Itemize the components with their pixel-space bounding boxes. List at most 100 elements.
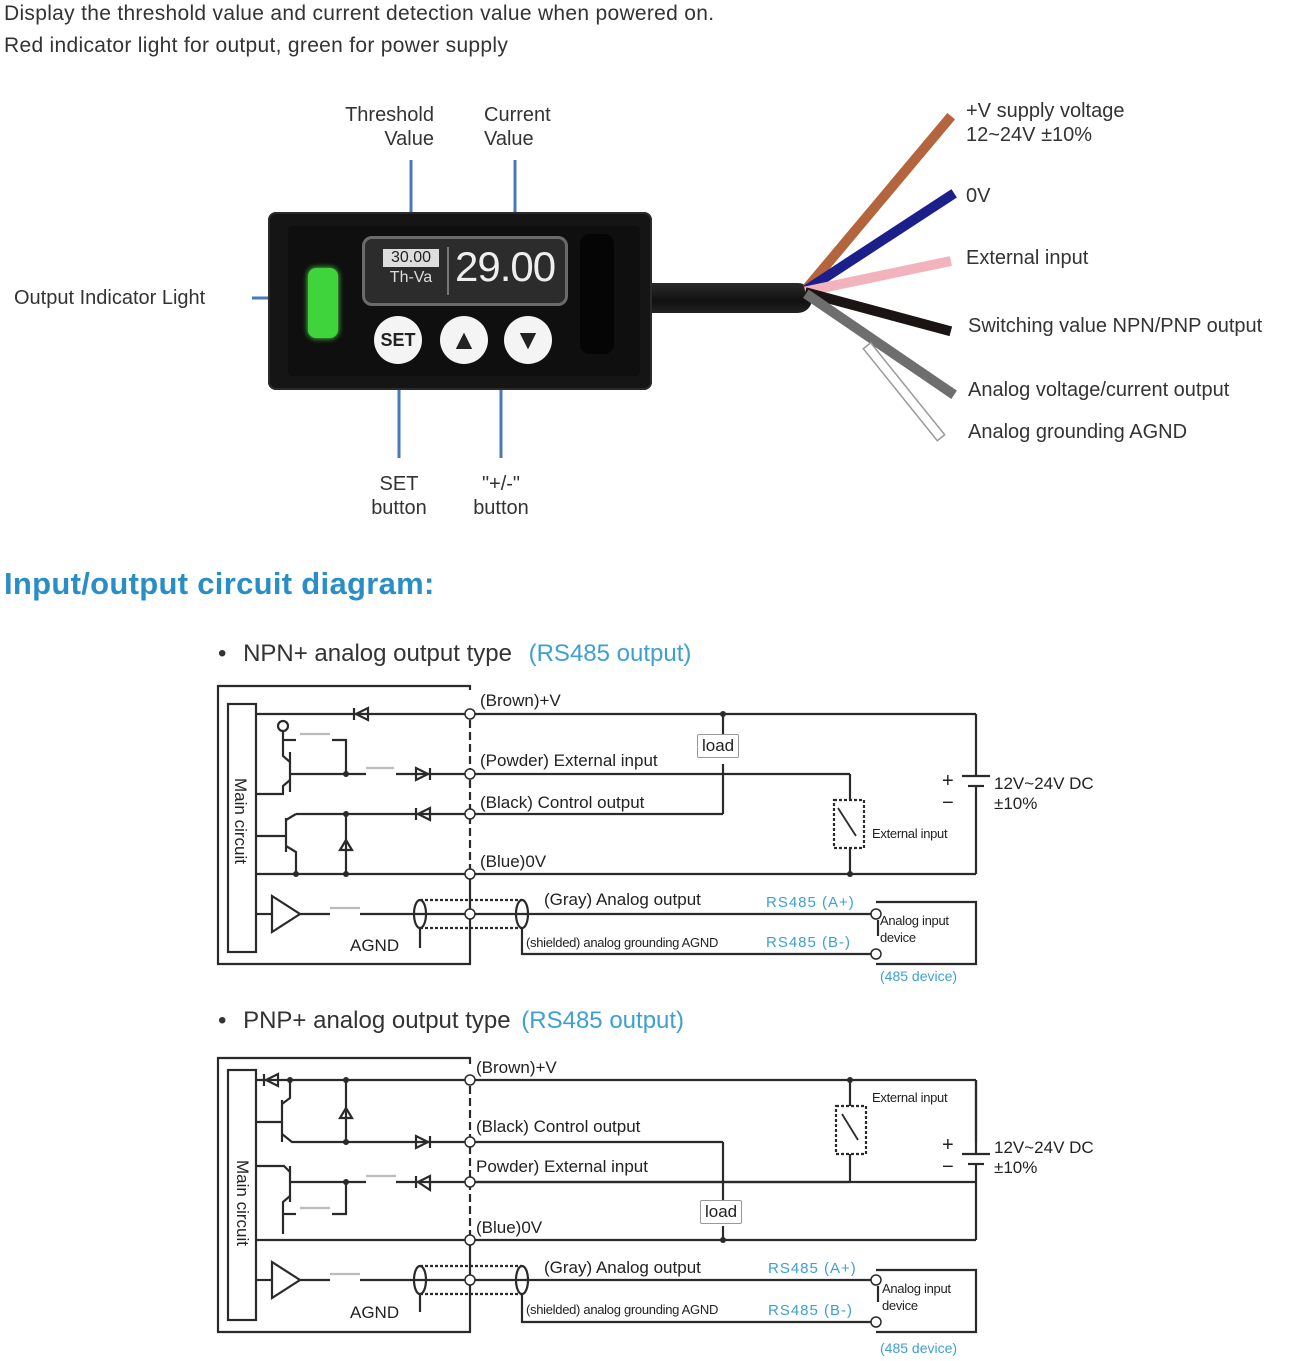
device-slot	[580, 234, 614, 354]
plusminus-callout: "+/-" button	[464, 472, 538, 520]
npn-analog-device-line1: Analog input	[880, 913, 949, 928]
pnp-schematic-lines	[216, 1056, 990, 1334]
npn-analog-device-line2: device	[880, 930, 916, 945]
npn-agnd-line: (shielded) analog grounding AGND	[526, 935, 719, 950]
npn-title: NPN+ analog output type	[243, 640, 512, 667]
npn-heading: • NPN+ analog output type (RS485 output)	[218, 640, 691, 668]
triangle-down-icon: ▼	[514, 324, 542, 355]
npn-circuit-diagram: Main circuit (Brown)+V (Powder) External…	[0, 680, 1314, 1000]
wire-label-pink: External input	[966, 247, 1089, 269]
current-callout-line2: Value	[484, 128, 534, 150]
npn-terminal-brown: (Brown)+V	[480, 691, 561, 710]
npn-terminal-blue: (Blue)0V	[480, 852, 547, 871]
wire-label-white: Analog grounding AGND	[968, 421, 1188, 443]
pnp-supply-minus: −	[942, 1156, 954, 1178]
wire-label-gray: Analog voltage/current output	[968, 379, 1230, 401]
npn-supply-line2: ±10%	[994, 794, 1038, 813]
current-callout: Current Value	[484, 103, 551, 151]
plusminus-callout-line2: button	[473, 497, 529, 519]
bullet: •	[218, 1007, 227, 1034]
npn-terminal-black: (Black) Control output	[480, 793, 645, 812]
pnp-heading: • PNP+ analog output type (RS485 output)	[218, 1007, 684, 1035]
pnp-title-accent: (RS485 output)	[521, 1007, 685, 1034]
pnp-485-device-note: (485 device)	[880, 1340, 958, 1356]
threshold-callout-line2: Value	[384, 128, 434, 150]
main-circuit-block	[226, 1068, 258, 1322]
sensor-cable	[652, 283, 812, 313]
threshold-callout-line1: Threshold	[345, 104, 434, 126]
wire-pink	[804, 256, 952, 297]
display-divider	[447, 247, 449, 295]
pnp-terminal-powder: Powder) External input	[476, 1157, 648, 1176]
main-circuit-block	[226, 702, 258, 954]
pnp-supply-line2: ±10%	[994, 1158, 1038, 1177]
npn-supply-minus: −	[942, 792, 954, 814]
wire-label-brown-line2: 12~24V ±10%	[966, 124, 1093, 146]
pnp-supply-voltage: 12V~24V DC ±10%	[994, 1138, 1094, 1178]
intro-line-1: Display the threshold value and current …	[4, 2, 715, 25]
npn-485-device-note: (485 device)	[880, 968, 958, 984]
wire-label-blue: 0V	[966, 185, 991, 207]
npn-rs485-b: RS485 (B-)	[766, 934, 852, 951]
pnp-main-circuit-label: Main circuit	[233, 1160, 252, 1246]
wire-brown	[802, 112, 956, 292]
current-callout-line1: Current	[484, 104, 551, 126]
pnp-analog-device-line1: Analog input	[882, 1281, 951, 1296]
pnp-external-input-switch-label: External input	[872, 1090, 948, 1105]
set-button[interactable]: SET	[374, 316, 422, 364]
pnp-agnd-label: AGND	[350, 1303, 400, 1322]
threshold-label-display: Th-Va	[389, 269, 433, 286]
triangle-up-icon: ▲	[450, 324, 478, 355]
wire-gray	[803, 289, 957, 399]
npn-title-accent: (RS485 output)	[528, 640, 692, 667]
wire-blue	[803, 189, 957, 295]
npn-analog-device: Analog input device	[880, 912, 949, 946]
threshold-callout: Threshold Value	[326, 103, 434, 151]
threshold-value-display: 30.00	[383, 249, 439, 267]
pnp-terminal-brown: (Brown)+V	[476, 1058, 557, 1077]
npn-load: load	[697, 734, 740, 758]
npn-supply-plus: +	[942, 770, 954, 792]
down-button[interactable]: ▼	[504, 316, 552, 364]
pnp-load: load	[700, 1200, 743, 1224]
set-callout-line1: SET	[379, 473, 419, 495]
current-value-display: 29.00	[455, 243, 556, 290]
wire-fan	[802, 112, 957, 442]
npn-schematic-lines	[216, 684, 990, 966]
wire-black	[803, 287, 953, 337]
intro-line-2: Red indicator light for output, green fo…	[4, 34, 509, 57]
plusminus-callout-line1: "+/-"	[481, 473, 521, 495]
bullet: •	[218, 640, 227, 667]
set-callout-line2: button	[371, 497, 427, 519]
wire-white	[864, 343, 944, 440]
npn-supply-voltage: 12V~24V DC ±10%	[994, 774, 1094, 814]
pnp-rs485-a: RS485 (A+)	[768, 1260, 857, 1277]
pnp-supply-line1: 12V~24V DC	[994, 1138, 1094, 1157]
pnp-circuit-diagram: Main circuit (Brown)+V (Black) Control o…	[0, 1050, 1314, 1361]
pnp-agnd-line: (shielded) analog grounding AGND	[526, 1302, 719, 1317]
npn-main-circuit-label: Main circuit	[231, 778, 250, 864]
pnp-terminal-black: (Black) Control output	[476, 1117, 641, 1136]
up-button[interactable]: ▲	[440, 316, 488, 364]
pnp-analog-device-line2: device	[882, 1298, 918, 1313]
pnp-terminal-blue: (Blue)0V	[476, 1218, 543, 1237]
display-screen: 30.00 Th-Va 29.00	[362, 236, 568, 306]
npn-terminal-powder: (Powder) External input	[480, 751, 658, 770]
sensor-device: 30.00 Th-Va 29.00 SET ▲ ▼	[268, 212, 652, 390]
section-title: Input/output circuit diagram:	[4, 566, 435, 601]
pnp-supply-plus: +	[942, 1134, 954, 1156]
npn-analog-output: (Gray) Analog output	[544, 890, 701, 909]
indicator-callout: Output Indicator Light	[14, 287, 206, 309]
npn-external-input-switch-label: External input	[872, 826, 948, 841]
wire-label-black: Switching value NPN/PNP output	[968, 315, 1263, 337]
pnp-analog-output: (Gray) Analog output	[544, 1258, 701, 1277]
npn-agnd-label: AGND	[350, 936, 400, 955]
set-callout: SET button	[364, 472, 434, 520]
pnp-title: PNP+ analog output type	[243, 1007, 511, 1034]
wire-label-brown-line1: +V supply voltage	[966, 100, 1125, 122]
npn-supply-line1: 12V~24V DC	[994, 774, 1094, 793]
pnp-rs485-b: RS485 (B-)	[768, 1302, 854, 1319]
output-indicator-light	[308, 268, 338, 338]
pnp-analog-device: Analog input device	[882, 1280, 951, 1314]
wire-label-brown: +V supply voltage 12~24V ±10%	[966, 99, 1124, 147]
